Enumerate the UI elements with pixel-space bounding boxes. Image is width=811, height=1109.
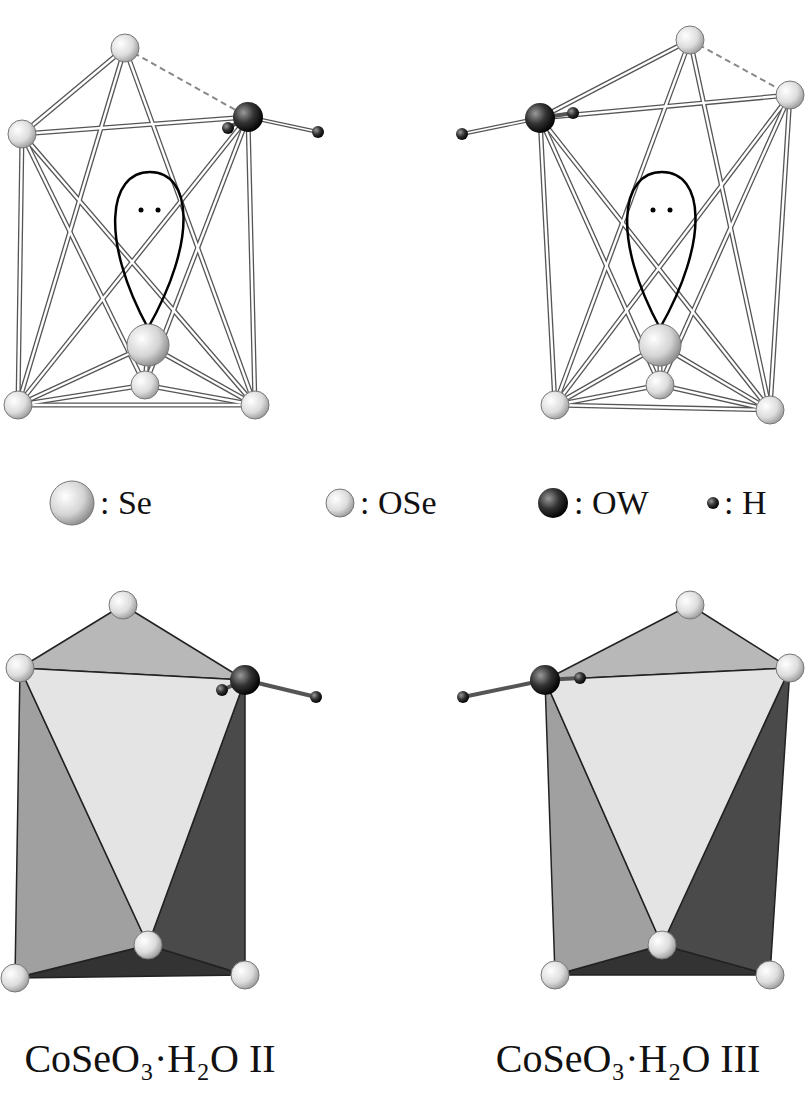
- hydrogen-atom-sample: [707, 497, 719, 509]
- legend-text: : OW: [574, 481, 649, 525]
- ball-stick-iii: [456, 26, 804, 424]
- legend-text: : H: [724, 481, 767, 525]
- legend-text: : OSe: [360, 481, 437, 525]
- ball-stick-ii: [4, 34, 324, 419]
- water-oxygen-sample: [538, 488, 568, 518]
- structure-label: CoSeO₃·H₂O II: [24, 1034, 275, 1084]
- polyhedron-ii: [1, 591, 322, 992]
- structure-label: CoSeO₃·H₂O III: [496, 1034, 761, 1084]
- oxygen-atom-sample: [326, 489, 354, 517]
- polyhedron-iii: [457, 591, 804, 989]
- se-atom-sample: [50, 481, 94, 525]
- legend-text: : Se: [100, 481, 152, 525]
